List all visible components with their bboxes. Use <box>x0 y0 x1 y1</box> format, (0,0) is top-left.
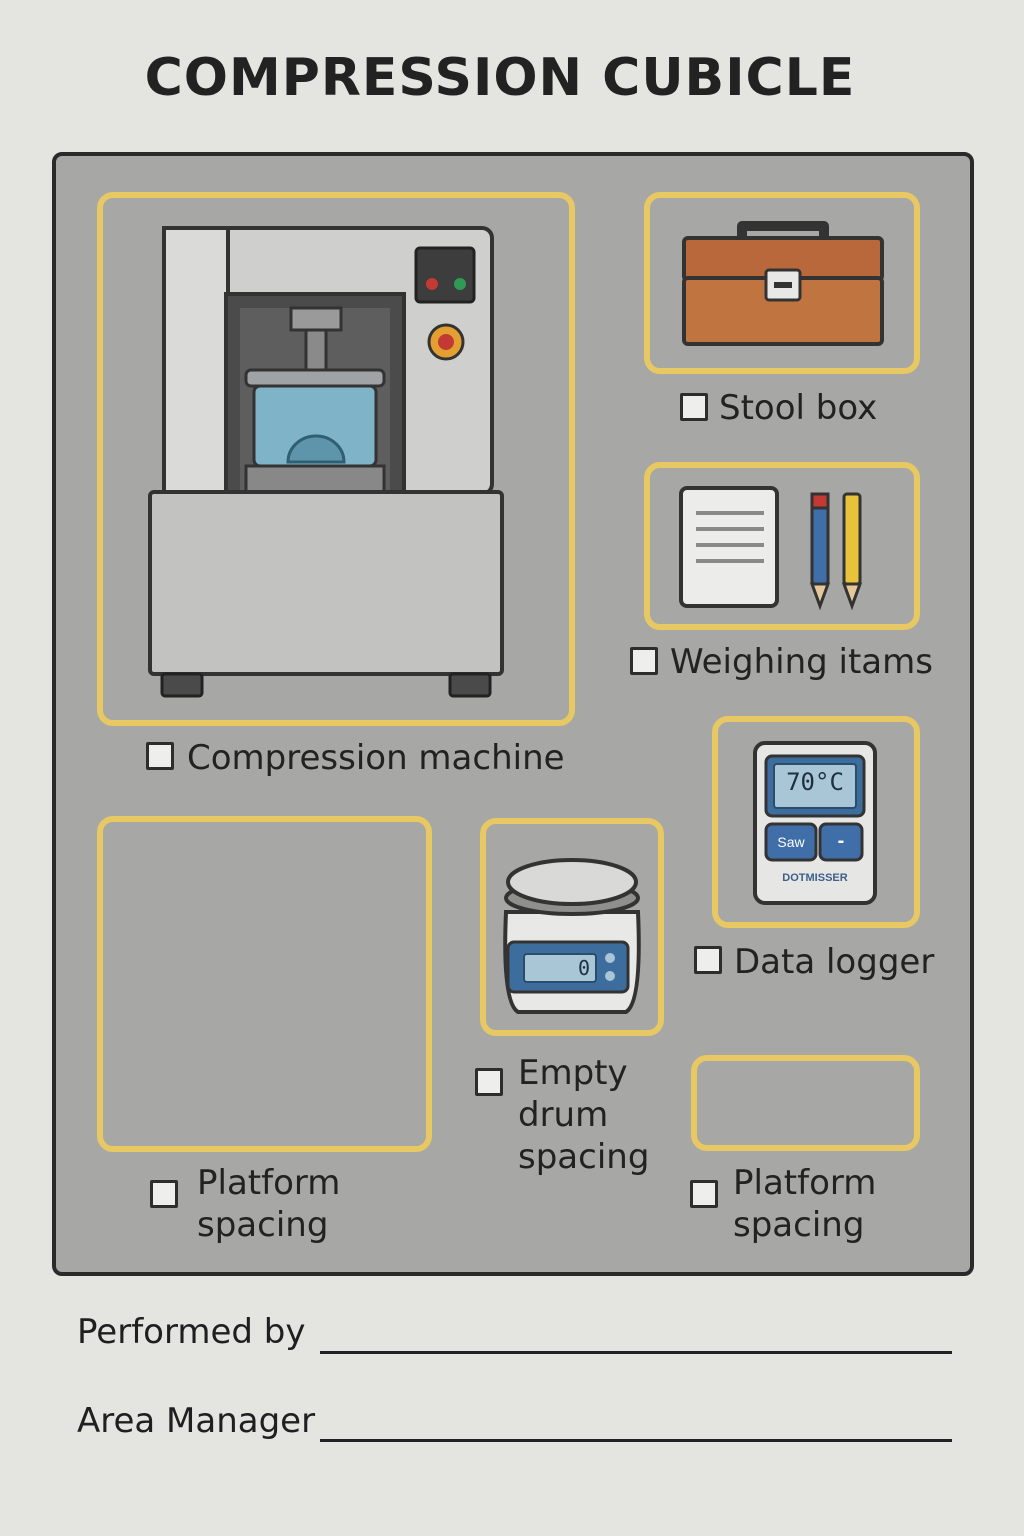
data-logger-brand: DOTMISSER <box>782 872 848 884</box>
data-logger-minus-button: - <box>837 830 845 852</box>
data-logger-slot <box>712 716 920 928</box>
weighing-items-checkbox[interactable] <box>630 647 658 675</box>
platform-spacing-right-label: Platform spacing <box>733 1163 877 1245</box>
stool-box-slot <box>644 192 920 374</box>
data-logger-label: Data logger <box>734 942 935 982</box>
platform-spacing-left-checkbox[interactable] <box>150 1180 178 1208</box>
toolbox-icon <box>680 218 886 348</box>
performed-by-signature-line[interactable] <box>320 1351 952 1354</box>
stool-box-checkbox[interactable] <box>680 393 708 421</box>
scale-display: 0 <box>577 956 590 980</box>
performed-by-label: Performed by <box>77 1312 306 1352</box>
compression-machine-slot <box>97 192 575 726</box>
data-logger-icon: 70°C Saw - DOTMISSER <box>752 740 878 906</box>
platform-spacing-right-slot <box>691 1055 920 1151</box>
weighing-items-slot <box>644 462 920 630</box>
compression-machine-checkbox[interactable] <box>146 742 174 770</box>
compression-machine-label: Compression machine <box>187 738 565 778</box>
data-logger-display: 70°C <box>786 768 844 796</box>
platform-spacing-left-slot <box>97 816 432 1152</box>
empty-drum-spacing-slot <box>480 818 664 1036</box>
stool-box-label: Stool box <box>719 388 878 428</box>
weighing-items-label: Weighing itams <box>670 642 933 682</box>
pencils-icon <box>806 488 866 612</box>
area-manager-signature-line[interactable] <box>320 1439 952 1442</box>
notepad-icon <box>678 485 780 609</box>
data-logger-checkbox[interactable] <box>694 946 722 974</box>
data-logger-save-button: Saw <box>777 834 805 850</box>
empty-drum-spacing-label: Empty drum spacing <box>518 1053 650 1177</box>
platform-spacing-right-checkbox[interactable] <box>690 1180 718 1208</box>
page-title: COMPRESSION CUBICLE <box>144 48 856 108</box>
empty-drum-spacing-checkbox[interactable] <box>475 1068 503 1096</box>
area-manager-label: Area Manager <box>77 1401 316 1441</box>
platform-spacing-left-label: Platform spacing <box>197 1163 341 1245</box>
compression-machine-icon <box>148 226 506 698</box>
weighing-scale-icon: 0 <box>498 852 646 1016</box>
